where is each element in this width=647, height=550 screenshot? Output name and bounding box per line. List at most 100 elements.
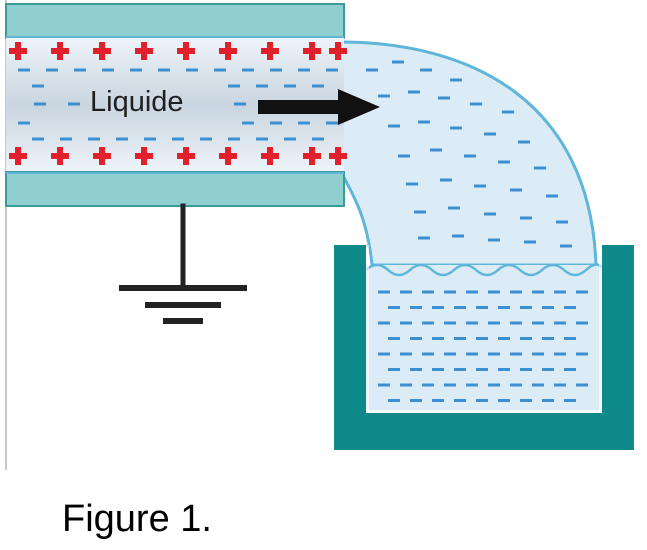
minus-icon bbox=[448, 206, 460, 210]
minus-icon bbox=[560, 244, 572, 248]
positive-charges bbox=[9, 42, 347, 165]
minus-icon bbox=[498, 368, 510, 371]
minus-icon bbox=[576, 290, 588, 294]
minus-icon bbox=[564, 337, 576, 340]
plus-icon bbox=[261, 42, 279, 60]
minus-icon bbox=[498, 306, 510, 309]
minus-icon bbox=[378, 352, 390, 356]
minus-icon bbox=[454, 337, 466, 340]
minus-icon bbox=[444, 290, 456, 294]
minus-icon bbox=[46, 68, 58, 72]
minus-icon bbox=[228, 84, 240, 88]
plus-icon bbox=[9, 42, 27, 60]
figure-caption: Figure 1. bbox=[62, 498, 212, 540]
minus-icon bbox=[554, 383, 566, 387]
minus-icon bbox=[422, 321, 434, 325]
minus-icon bbox=[510, 290, 522, 294]
minus-icon bbox=[432, 368, 444, 371]
minus-icon bbox=[400, 352, 412, 356]
minus-icon bbox=[510, 188, 522, 192]
minus-icon bbox=[378, 383, 390, 387]
minus-icon bbox=[418, 236, 430, 240]
minus-icon bbox=[410, 399, 422, 402]
minus-icon bbox=[542, 399, 554, 402]
minus-icon bbox=[510, 352, 522, 356]
minus-icon bbox=[466, 383, 478, 387]
plus-icon bbox=[51, 42, 69, 60]
minus-icon bbox=[388, 124, 400, 128]
minus-icon bbox=[298, 68, 310, 72]
minus-icon bbox=[366, 68, 378, 72]
minus-icon bbox=[284, 137, 296, 141]
minus-icon bbox=[242, 121, 254, 125]
minus-icon bbox=[518, 140, 530, 144]
minus-icon bbox=[378, 94, 390, 98]
minus-icon bbox=[284, 84, 296, 88]
minus-icon bbox=[432, 306, 444, 309]
minus-icon bbox=[414, 210, 426, 214]
minus-icon bbox=[186, 68, 198, 72]
minus-icon bbox=[408, 90, 420, 94]
minus-icon bbox=[440, 178, 452, 182]
minus-icon bbox=[542, 368, 554, 371]
plus-icon bbox=[303, 42, 321, 60]
minus-icon bbox=[68, 102, 80, 106]
minus-icon bbox=[298, 121, 310, 125]
minus-icon bbox=[476, 337, 488, 340]
minus-icon bbox=[520, 216, 532, 220]
minus-icon bbox=[400, 290, 412, 294]
minus-icon bbox=[422, 383, 434, 387]
minus-icon bbox=[392, 60, 404, 64]
minus-icon bbox=[488, 238, 500, 242]
plus-icon bbox=[303, 147, 321, 165]
minus-icon bbox=[18, 68, 30, 72]
minus-icon bbox=[420, 68, 432, 72]
minus-icon bbox=[564, 368, 576, 371]
minus-icon bbox=[488, 290, 500, 294]
minus-icon bbox=[378, 321, 390, 325]
minus-icon bbox=[564, 399, 576, 402]
minus-icon bbox=[242, 68, 254, 72]
minus-icon bbox=[312, 137, 324, 141]
minus-icon bbox=[542, 306, 554, 309]
minus-icon bbox=[444, 352, 456, 356]
minus-icon bbox=[450, 126, 462, 130]
plus-icon bbox=[329, 147, 347, 165]
minus-icon bbox=[454, 399, 466, 402]
ground-icon bbox=[119, 203, 247, 324]
minus-icon bbox=[388, 399, 400, 402]
minus-icon bbox=[430, 148, 442, 152]
minus-icon bbox=[256, 84, 268, 88]
minus-icon bbox=[378, 290, 390, 294]
plus-icon bbox=[93, 147, 111, 165]
minus-icon bbox=[532, 383, 544, 387]
minus-icon bbox=[158, 68, 170, 72]
minus-icon bbox=[130, 68, 142, 72]
minus-icon bbox=[532, 352, 544, 356]
minus-icon bbox=[400, 383, 412, 387]
minus-icon bbox=[60, 137, 72, 141]
plus-icon bbox=[93, 42, 111, 60]
minus-icon bbox=[432, 399, 444, 402]
minus-icon bbox=[410, 368, 422, 371]
minus-icon bbox=[88, 137, 100, 141]
minus-icon bbox=[444, 321, 456, 325]
minus-icon bbox=[452, 234, 464, 238]
minus-icon bbox=[32, 84, 44, 88]
minus-icon bbox=[466, 321, 478, 325]
minus-icon bbox=[524, 240, 536, 244]
minus-icon bbox=[532, 321, 544, 325]
plus-icon bbox=[9, 147, 27, 165]
minus-icon bbox=[270, 121, 282, 125]
minus-icon bbox=[410, 306, 422, 309]
minus-icon bbox=[520, 337, 532, 340]
minus-icon bbox=[542, 337, 554, 340]
minus-icon bbox=[464, 154, 476, 158]
minus-icon bbox=[234, 102, 246, 106]
minus-icon bbox=[498, 337, 510, 340]
minus-icon bbox=[466, 290, 478, 294]
minus-icon bbox=[476, 368, 488, 371]
container-walls bbox=[334, 245, 634, 450]
minus-icon bbox=[214, 68, 226, 72]
